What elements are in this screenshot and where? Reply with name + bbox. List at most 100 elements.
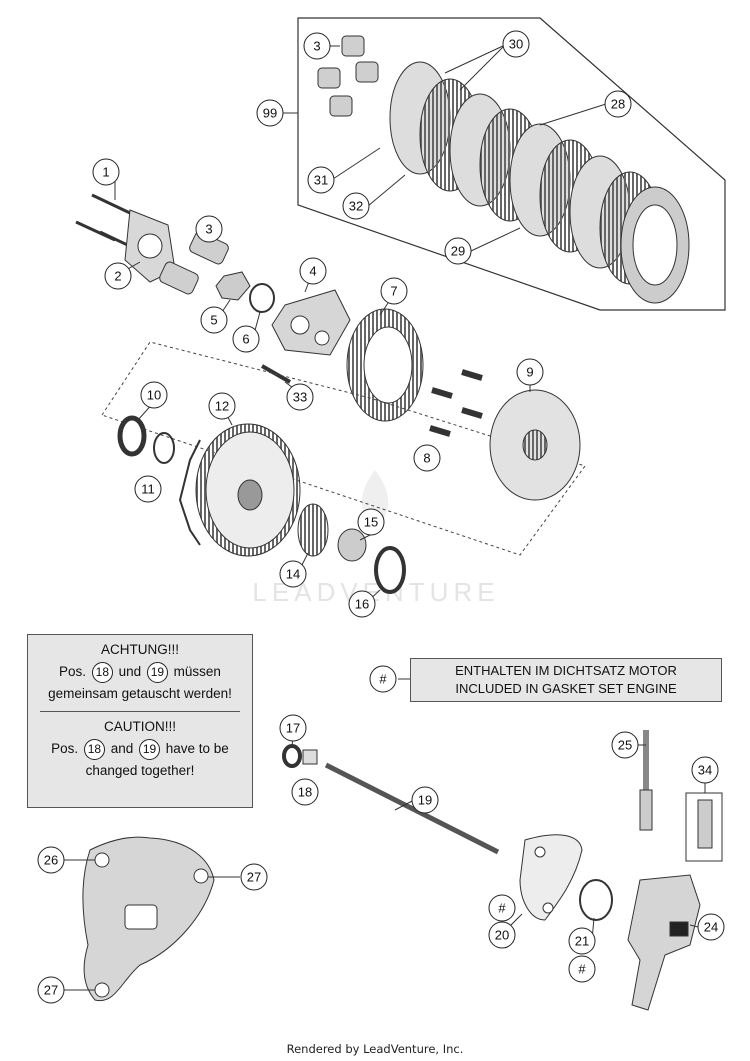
caution-line2-en: changed together! (85, 763, 195, 778)
callout-27-right: 27 (240, 863, 268, 891)
callout-30: 30 (502, 30, 530, 58)
svg-text:10: 10 (147, 388, 161, 403)
ref-18: 18 (83, 738, 105, 760)
callout-28: 28 (604, 90, 632, 118)
callout-hash-21: # (568, 955, 596, 983)
caution-note: ACHTUNG!!! Pos. 18 und 19 müssen gemeins… (27, 634, 253, 808)
svg-text:21: 21 (575, 934, 589, 949)
svg-text:3: 3 (313, 39, 320, 54)
caution-line1-en: Pos. 18 and 19 have to be (28, 738, 252, 760)
callout-26: 26 (37, 846, 65, 874)
svg-text:7: 7 (390, 284, 397, 299)
push-rod-assembly (282, 744, 500, 855)
caution-line2-de: gemeinsam getauscht werden! (48, 686, 232, 701)
svg-text:27: 27 (247, 870, 261, 885)
clutch-plate-stack (389, 61, 690, 304)
callout-6: 6 (232, 325, 260, 353)
bleeder-valve (639, 730, 723, 862)
callout-17: 17 (279, 714, 307, 742)
ref-19: 19 (146, 661, 168, 683)
callout-12: 12 (208, 392, 236, 420)
ref-18: 18 (91, 661, 113, 683)
caution-title-en: CAUTION!!! (103, 719, 176, 734)
svg-text:8: 8 (423, 451, 430, 466)
cage-assembly (101, 341, 586, 556)
svg-text:24: 24 (704, 920, 718, 935)
callout-15: 15 (357, 508, 385, 536)
callout-3-kit: 3 (303, 32, 331, 60)
washer-and-circlip (117, 415, 175, 464)
svg-text:17: 17 (286, 721, 300, 736)
inner-hub (346, 308, 424, 422)
svg-text:29: 29 (451, 244, 465, 259)
callout-18: 18 (291, 778, 319, 806)
svg-text:28: 28 (611, 97, 625, 112)
callout-32: 32 (342, 192, 370, 220)
gear-bearing-washer (297, 503, 406, 594)
primary-gear-basket (178, 423, 301, 557)
ref-19: 19 (139, 738, 160, 760)
bolts-and-plate (75, 193, 176, 283)
callout-5: 5 (200, 306, 228, 334)
svg-text:15: 15 (364, 515, 378, 530)
callout-3: 3 (195, 215, 223, 243)
callout-16: 16 (348, 590, 376, 618)
svg-text:4: 4 (309, 264, 316, 279)
callout-24: 24 (697, 913, 725, 941)
gasket-note-line1: ENTHALTEN IM DICHTSATZ MOTOR (455, 663, 677, 678)
svg-text:9: 9 (526, 365, 533, 380)
callout-10: 10 (140, 381, 168, 409)
svg-text:#: # (379, 672, 387, 687)
callout-34: 34 (691, 756, 719, 784)
svg-text:26: 26 (44, 853, 58, 868)
callout-20: 20 (488, 921, 516, 949)
pressure-cap (271, 289, 351, 356)
clutch-cover (82, 836, 215, 1002)
svg-text:32: 32 (349, 199, 363, 214)
callout-31: 31 (307, 166, 335, 194)
svg-text:30: 30 (509, 37, 523, 52)
svg-text:2: 2 (114, 269, 121, 284)
callout-2: 2 (104, 262, 132, 290)
nut-and-washer (215, 271, 275, 313)
callout-29: 29 (444, 237, 472, 265)
gasket-and-oring (519, 834, 613, 921)
callout-1: 1 (92, 158, 120, 186)
callout-14: 14 (279, 560, 307, 588)
callout-19: 19 (411, 786, 439, 814)
kit-springs (317, 35, 379, 117)
svg-text:14: 14 (286, 567, 300, 582)
damper-bolts (429, 369, 483, 437)
svg-text:#: # (498, 901, 506, 916)
svg-text:31: 31 (314, 173, 328, 188)
svg-text:5: 5 (210, 313, 217, 328)
caution-title-de: ACHTUNG!!! (100, 642, 179, 657)
callout-hash-20: # (488, 894, 516, 922)
svg-text:18: 18 (298, 785, 312, 800)
gasket-note-symbol: # (369, 665, 397, 693)
callout-8: 8 (413, 444, 441, 472)
gasket-set-note: ENTHALTEN IM DICHTSATZ MOTOR INCLUDED IN… (410, 658, 722, 702)
callout-21: 21 (568, 927, 596, 955)
svg-text:99: 99 (263, 106, 277, 121)
svg-text:1: 1 (102, 165, 109, 180)
svg-text:#: # (578, 962, 586, 977)
svg-text:20: 20 (495, 928, 509, 943)
svg-text:33: 33 (293, 390, 307, 405)
svg-text:11: 11 (141, 482, 155, 497)
slave-cylinder (627, 874, 701, 1011)
svg-text:12: 12 (215, 399, 229, 414)
callout-11: 11 (134, 475, 162, 503)
svg-text:27: 27 (44, 983, 58, 998)
svg-text:25: 25 (618, 738, 632, 753)
svg-text:6: 6 (242, 332, 249, 347)
gasket-note-line2: INCLUDED IN GASKET SET ENGINE (455, 681, 677, 696)
callout-27-bottom: 27 (37, 976, 65, 1004)
footer-credit: Rendered by LeadVenture, Inc. (286, 1042, 464, 1056)
callout-9: 9 (516, 358, 544, 386)
svg-text:19: 19 (418, 793, 432, 808)
caution-line1-de: Pos. 18 und 19 müssen (28, 661, 252, 683)
note-divider (40, 711, 240, 712)
callout-4: 4 (299, 257, 327, 285)
